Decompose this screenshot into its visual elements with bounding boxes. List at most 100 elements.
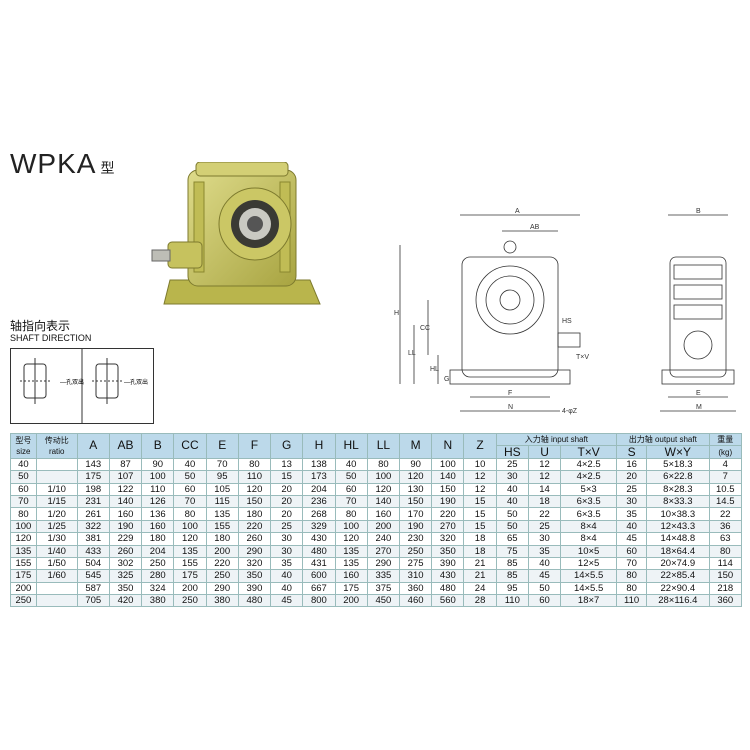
header-dim-ll: LL: [366, 433, 400, 459]
table-cell: 545: [76, 569, 110, 583]
table-cell: 160: [366, 507, 400, 521]
table-cell: 8×4: [560, 532, 618, 546]
table-cell: 15: [463, 519, 497, 534]
dim-h: H: [394, 310, 399, 317]
header-output-1: W×Y: [646, 445, 710, 459]
table-cell: 250: [173, 594, 207, 608]
dim-g: G: [444, 376, 449, 383]
table-cell: 320: [431, 532, 465, 546]
header-dim-ab: AB: [108, 433, 143, 459]
table-cell: 380: [141, 594, 175, 608]
table-cell: 8×4: [560, 519, 618, 534]
table-cell: 110: [616, 594, 648, 608]
table-cell: 95: [205, 470, 239, 484]
dim-ab: AB: [530, 224, 540, 231]
table-cell: 270: [366, 544, 400, 558]
table-cell: 136: [141, 507, 175, 521]
table-cell: 480: [237, 594, 272, 608]
table-cell: 229: [108, 532, 143, 546]
table-cell: 12×5: [560, 556, 618, 571]
dim-ll: LL: [408, 350, 416, 357]
table-cell: 40: [495, 494, 529, 509]
cell-ratio: 1/25: [35, 519, 78, 534]
dim-f: F: [508, 390, 512, 397]
table-cell: 30: [495, 470, 529, 484]
table-cell: 800: [302, 594, 336, 608]
table-cell: 30: [270, 532, 304, 546]
table-cell: 390: [431, 556, 465, 571]
table-cell: 198: [76, 482, 110, 496]
table-cell: 360: [398, 581, 433, 596]
table-cell: 4×2.5: [560, 470, 618, 484]
table-cell: 10: [463, 457, 497, 472]
header-dim-e: E: [205, 433, 239, 459]
table-cell: 310: [398, 569, 433, 583]
table-cell: 460: [398, 594, 433, 608]
table-cell: 480: [431, 581, 465, 596]
table-cell: 45: [616, 532, 648, 546]
cell-size: 175: [10, 569, 37, 583]
table-cell: 350: [237, 569, 272, 583]
table-cell: 80: [616, 569, 648, 583]
table-cell: 6×22.8: [646, 470, 710, 484]
dim-txv: T×V: [576, 354, 589, 361]
table-cell: 155: [205, 519, 239, 534]
table-cell: 90: [398, 457, 433, 472]
direction-fig-left: —孔双出: [20, 358, 84, 404]
table-cell: 28×116.4: [646, 594, 710, 608]
cell-size: 120: [10, 532, 37, 546]
table-cell: 40: [616, 519, 648, 534]
table-cell: 80: [237, 457, 272, 472]
cell-ratio: 1/40: [35, 544, 78, 558]
table-cell: 667: [302, 581, 336, 596]
table-cell: 8×33.3: [646, 494, 710, 509]
table-cell: 87: [108, 457, 143, 472]
table-cell: 261: [76, 507, 110, 521]
table-cell: 138: [302, 457, 336, 472]
table-cell: 140: [366, 494, 400, 509]
table-cell: 7: [708, 470, 742, 484]
header-input-2: T×V: [560, 445, 618, 459]
table-cell: 350: [431, 544, 465, 558]
side-view-drawing: B E M: [660, 208, 736, 412]
table-cell: 65: [495, 532, 529, 546]
table-cell: 40: [270, 581, 304, 596]
table-cell: 135: [334, 544, 368, 558]
table-cell: 381: [76, 532, 110, 546]
table-cell: 12: [527, 470, 562, 484]
cell-size: 135: [10, 544, 37, 558]
table-cell: 85: [495, 569, 529, 583]
cell-ratio: 1/30: [35, 532, 78, 546]
cell-size: 100: [10, 519, 37, 534]
header-input-group: 入力轴 input shaft: [495, 432, 618, 447]
table-cell: 130: [398, 482, 433, 496]
table-cell: 14.5: [708, 494, 742, 509]
table-cell: 190: [431, 494, 465, 509]
table-cell: 12: [463, 482, 497, 496]
table-cell: 4: [708, 457, 742, 472]
table-cell: 18: [463, 532, 497, 546]
table-cell: 24: [463, 581, 497, 596]
table-cell: 329: [302, 519, 336, 534]
table-cell: 20×74.9: [646, 556, 710, 571]
table-cell: 268: [302, 507, 336, 521]
shaft-direction-en: SHAFT DIRECTION: [10, 333, 92, 343]
table-cell: 250: [141, 556, 175, 571]
table-cell: 480: [302, 544, 336, 558]
table-cell: 40: [334, 457, 368, 472]
table-cell: 160: [108, 507, 143, 521]
dim-hs: HS: [562, 318, 572, 325]
table-cell: 8×28.3: [646, 482, 710, 496]
table-cell: 122: [108, 482, 143, 496]
header-dim-cc: CC: [173, 433, 207, 459]
table-cell: 36: [708, 519, 742, 534]
table-cell: 75: [495, 544, 529, 558]
table-cell: 120: [398, 470, 433, 484]
cell-size: 250: [10, 594, 37, 608]
